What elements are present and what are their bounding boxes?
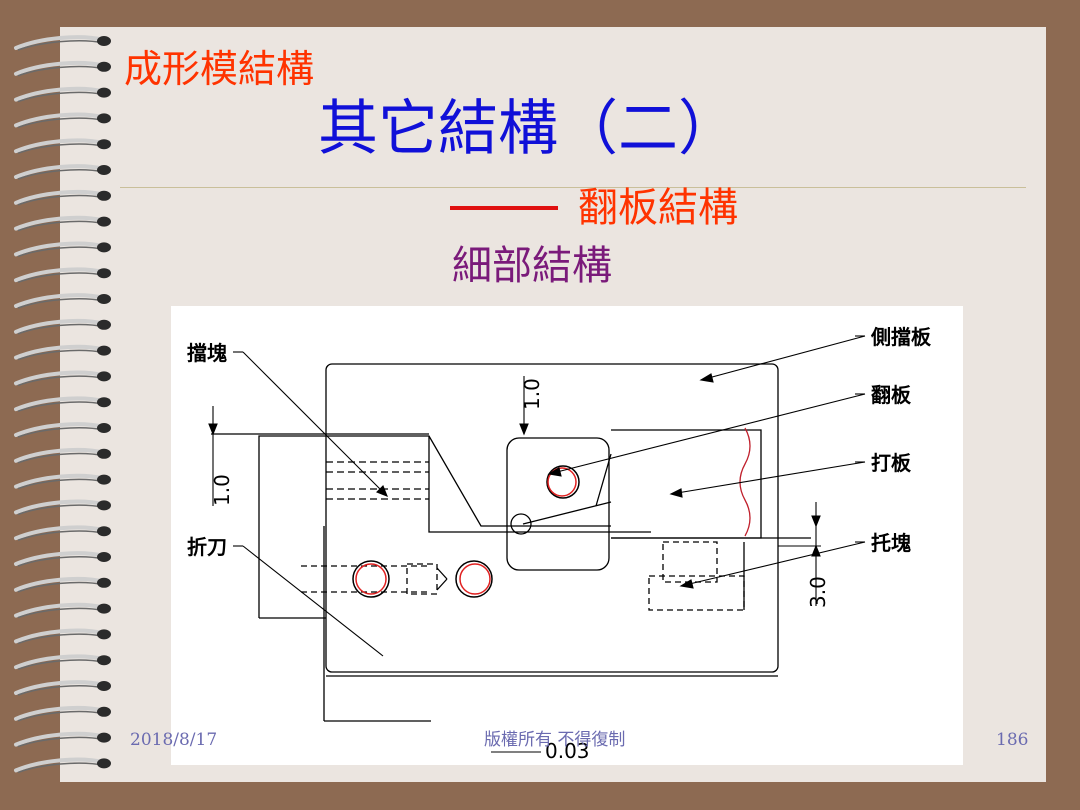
binding-ring <box>14 164 111 180</box>
flip-plate-outline <box>506 437 610 571</box>
dim-arrow-left <box>208 423 218 436</box>
leader-strike-plate <box>670 461 866 495</box>
arrowhead-flip-plate <box>547 467 562 477</box>
arrowhead-strike-plate <box>669 488 683 498</box>
binding-ring <box>14 370 111 387</box>
binding-ring <box>14 344 111 361</box>
pin-hole-left-highlight <box>355 563 387 595</box>
binding-ring <box>14 35 111 51</box>
binding-ring <box>14 86 111 103</box>
label-bending-knife: 折刀 <box>187 535 227 559</box>
footer-copyright: 版權所有 不得復制 <box>484 730 626 750</box>
pin-hole-left <box>352 560 390 598</box>
arrowhead-support-block <box>679 579 694 589</box>
dim-arrow-right <box>811 515 821 528</box>
binding-ring <box>14 112 111 129</box>
binding-ring <box>14 241 111 258</box>
binding-ring <box>14 654 111 670</box>
binding-ring <box>14 267 111 283</box>
technical-drawing: 擋塊 側擋板 翻板 打板 折刀 托塊 1.0 1.0 3.0 0.03 <box>171 306 963 765</box>
pin-hole-right <box>455 560 493 598</box>
binding-ring <box>14 473 111 490</box>
binding-ring <box>14 628 111 645</box>
binding-ring <box>14 396 111 412</box>
binding-ring <box>14 576 111 593</box>
dim-arrow-top <box>519 423 529 436</box>
binding-ring <box>14 551 111 567</box>
dim-label-left: 1.0 <box>210 474 234 506</box>
binding-ring <box>14 318 111 335</box>
footer-date: 2018/8/17 <box>130 730 218 750</box>
leader-flip-plate <box>548 393 866 475</box>
binding-ring <box>14 293 111 309</box>
dim-label-right: 3.0 <box>806 576 830 608</box>
binding-ring <box>14 422 111 438</box>
binding-ring <box>14 499 111 516</box>
pin-tip-bottom <box>436 578 448 591</box>
binding-ring <box>14 447 111 464</box>
label-block: 擋塊 <box>187 341 227 365</box>
leader-block <box>242 351 388 497</box>
binding-ring <box>14 215 111 232</box>
label-flip-plate: 翻板 <box>871 383 912 407</box>
pin-hole-right-highlight <box>459 563 491 595</box>
leader-support-block <box>680 541 866 587</box>
outer-plate-outline <box>325 363 779 673</box>
pivot-circle <box>510 513 532 535</box>
binding-ring <box>14 525 111 541</box>
strike-plate-outline <box>611 429 762 539</box>
binding-ring <box>14 680 111 696</box>
slide-title: 其它結構（二） <box>318 94 738 164</box>
slide-subtitle: 翻板結構 <box>578 185 738 231</box>
dim-label-bottom: 0.03 <box>545 739 590 763</box>
arrowhead-side-plate <box>699 373 714 383</box>
label-strike-plate: 打板 <box>871 451 912 475</box>
flip-plate-hinge <box>522 501 612 525</box>
knife-step <box>428 436 651 533</box>
break-line <box>739 427 751 537</box>
pin-tip-top <box>436 567 448 580</box>
arrowhead-block <box>376 485 388 497</box>
dim-label-top: 1.0 <box>520 378 544 410</box>
subtitle-accent-bar <box>450 206 558 210</box>
title-divider <box>120 187 1026 188</box>
flip-plate-edge <box>595 453 612 507</box>
flip-plate-hole <box>546 465 580 499</box>
footer-page-number: 186 <box>996 730 1029 750</box>
header-text: 成形模結構 <box>124 47 315 91</box>
binding-ring <box>14 731 111 748</box>
label-side-plate: 側擋板 <box>870 325 932 349</box>
binding-ring <box>14 189 111 206</box>
flip-plate-hole-highlight <box>547 467 577 497</box>
drawing-canvas: 擋塊 側擋板 翻板 打板 折刀 托塊 1.0 1.0 3.0 0.03 <box>187 325 932 763</box>
label-support-block: 托塊 <box>871 531 911 555</box>
binding-ring <box>14 602 111 619</box>
dim-arrow-right-2 <box>811 544 821 557</box>
binding-ring <box>14 705 111 722</box>
knife-outline <box>258 435 611 618</box>
spiral-binding-icon <box>14 35 111 774</box>
leader-side-plate <box>700 335 866 381</box>
binding-ring <box>14 138 111 154</box>
leader-bending-knife <box>242 545 384 657</box>
binding-ring <box>14 757 111 774</box>
binding-ring <box>14 60 111 77</box>
section-heading: 細部結構 <box>452 243 612 289</box>
